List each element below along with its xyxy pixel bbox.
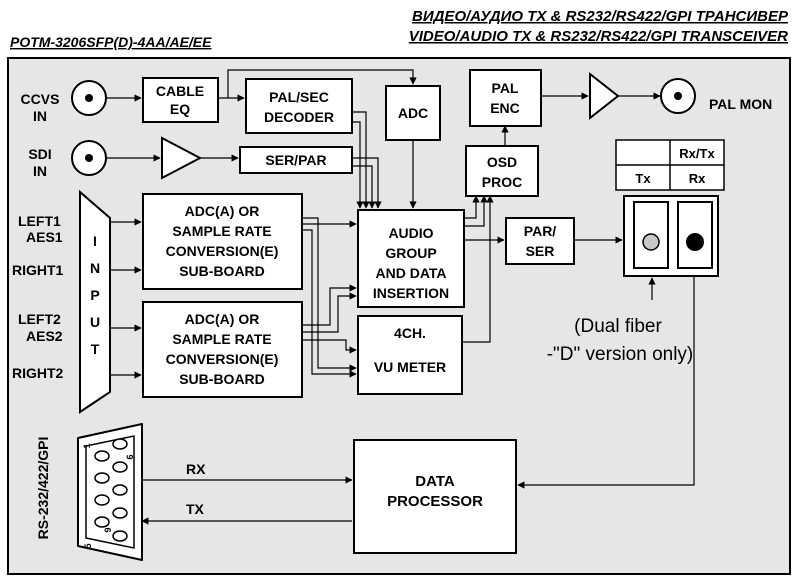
data-processor-block: DATA PROCESSOR <box>353 439 517 554</box>
title-russian: ВИДЕО/АУДИО TX & RS232/RS422/GPI ТРАНСИВ… <box>412 8 789 25</box>
block-label-line: CABLE <box>156 83 204 99</box>
block-label-line: SER/PAR <box>265 152 326 168</box>
fiber-rxtx-label: Rx/Tx <box>679 146 715 161</box>
block-label-line: SAMPLE RATE <box>172 223 271 239</box>
adc-subboard-2: ADC(A) OR SAMPLE RATE CONVERSION(E) SUB-… <box>142 301 303 398</box>
fiber-tx-lens <box>642 233 660 251</box>
fiber-rx-lens <box>686 233 704 251</box>
pin-6-label: 6 <box>125 454 135 459</box>
ccvs-in-label: IN <box>33 108 47 124</box>
fiber-note-line1: (Dual fiber <box>574 316 662 337</box>
tx-label: TX <box>186 501 205 517</box>
pal-enc-block: PAL ENC <box>469 69 542 127</box>
osd-proc-block: OSD PROC <box>465 145 539 197</box>
block-label-line: ENC <box>490 100 520 116</box>
sdi-in-label: IN <box>33 163 47 179</box>
pin-1-label: 1 <box>82 443 92 448</box>
cable-eq-block: CABLE EQ <box>142 77 219 123</box>
aes2-label: AES2 <box>26 328 63 344</box>
par-ser-block: PAR/ SER <box>505 217 575 265</box>
pin-5-label: 5 <box>83 543 93 548</box>
signal-wires <box>107 69 695 525</box>
block-label-line: AND DATA <box>375 265 446 281</box>
audio-group-block: AUDIO GROUP AND DATA INSERTION <box>357 209 465 308</box>
pal-mon-label: PAL MON <box>709 96 772 112</box>
right2-label: RIGHT2 <box>12 365 64 381</box>
aes1-label: AES1 <box>26 229 63 245</box>
title-english: VIDEO/AUDIO TX & RS232/RS422/GPI TRANSCE… <box>409 28 788 45</box>
input-letter: P <box>90 287 99 303</box>
block-label-line: 4CH. <box>394 325 426 341</box>
adc-subboard-1: ADC(A) OR SAMPLE RATE CONVERSION(E) SUB-… <box>142 193 303 290</box>
pal-mon-connector <box>660 78 696 114</box>
block-label-line: CONVERSION(E) <box>166 351 279 367</box>
fiber-rx-port <box>677 201 713 269</box>
sdi-in-connector <box>71 140 107 176</box>
block-label-line: DECODER <box>264 109 334 125</box>
fiber-tx-label: Tx <box>635 171 651 186</box>
sdi-amplifier <box>161 136 203 180</box>
rx-label: RX <box>186 461 206 477</box>
input-letter: U <box>90 314 100 330</box>
right1-label: RIGHT1 <box>12 262 64 278</box>
adc-block: ADC <box>385 85 441 141</box>
left1-label: LEFT1 <box>18 213 61 229</box>
block-label-line: AUDIO <box>388 225 433 241</box>
block-label-line: EQ <box>170 101 190 117</box>
block-label-line: SER <box>526 243 555 259</box>
block-label-line: PAR/ <box>524 223 557 239</box>
fiber-note-line2: -"D" version only) <box>547 344 694 365</box>
left2-label: LEFT2 <box>18 311 61 327</box>
ccvs-in-connector <box>71 80 107 116</box>
block-label-line: VU METER <box>374 359 446 375</box>
block-label-line: GROUP <box>385 245 436 261</box>
input-selector-label: I N P U T <box>90 233 100 357</box>
pin-9-label: 9 <box>103 527 113 532</box>
block-label-line: SUB-BOARD <box>179 263 265 279</box>
vu-meter-block: 4CH. VU METER <box>357 315 463 395</box>
fiber-transceiver <box>623 195 719 277</box>
block-label-line: ADC(A) OR <box>185 203 260 219</box>
ccvs-label: CCVS <box>21 91 60 107</box>
pal-mon-amplifier <box>589 71 620 121</box>
block-label-line: PAL/SEC <box>269 89 329 105</box>
model-title: POTM-3206SFP(D)-4AA/AE/EE <box>10 34 212 50</box>
block-label-line: ADC <box>398 105 428 121</box>
ser-par-block: SER/PAR <box>239 146 353 174</box>
fiber-rx-label: Rx <box>689 171 706 186</box>
pal-sec-decoder-block: PAL/SEC DECODER <box>245 78 353 134</box>
block-label-line: OSD <box>487 154 517 170</box>
block-label-line: SUB-BOARD <box>179 371 265 387</box>
block-label-line: PROCESSOR <box>387 493 483 510</box>
input-letter: I <box>93 233 97 249</box>
input-selector <box>79 189 111 414</box>
fiber-header-table: Rx/Tx Tx Rx <box>615 139 725 191</box>
db9-connector: 1 6 9 5 <box>77 423 143 561</box>
block-label-line: PROC <box>482 174 522 190</box>
block-label-line: SAMPLE RATE <box>172 331 271 347</box>
block-label-line: CONVERSION(E) <box>166 243 279 259</box>
block-label-line: INSERTION <box>373 285 449 301</box>
input-letter: T <box>91 341 100 357</box>
rs232-label: RS-232/422/GPI <box>35 437 51 540</box>
sdi-label: SDI <box>28 146 51 162</box>
input-letter: N <box>90 260 100 276</box>
block-label-line: DATA <box>415 473 455 490</box>
block-label-line: PAL <box>492 80 519 96</box>
block-label-line: ADC(A) OR <box>185 311 260 327</box>
